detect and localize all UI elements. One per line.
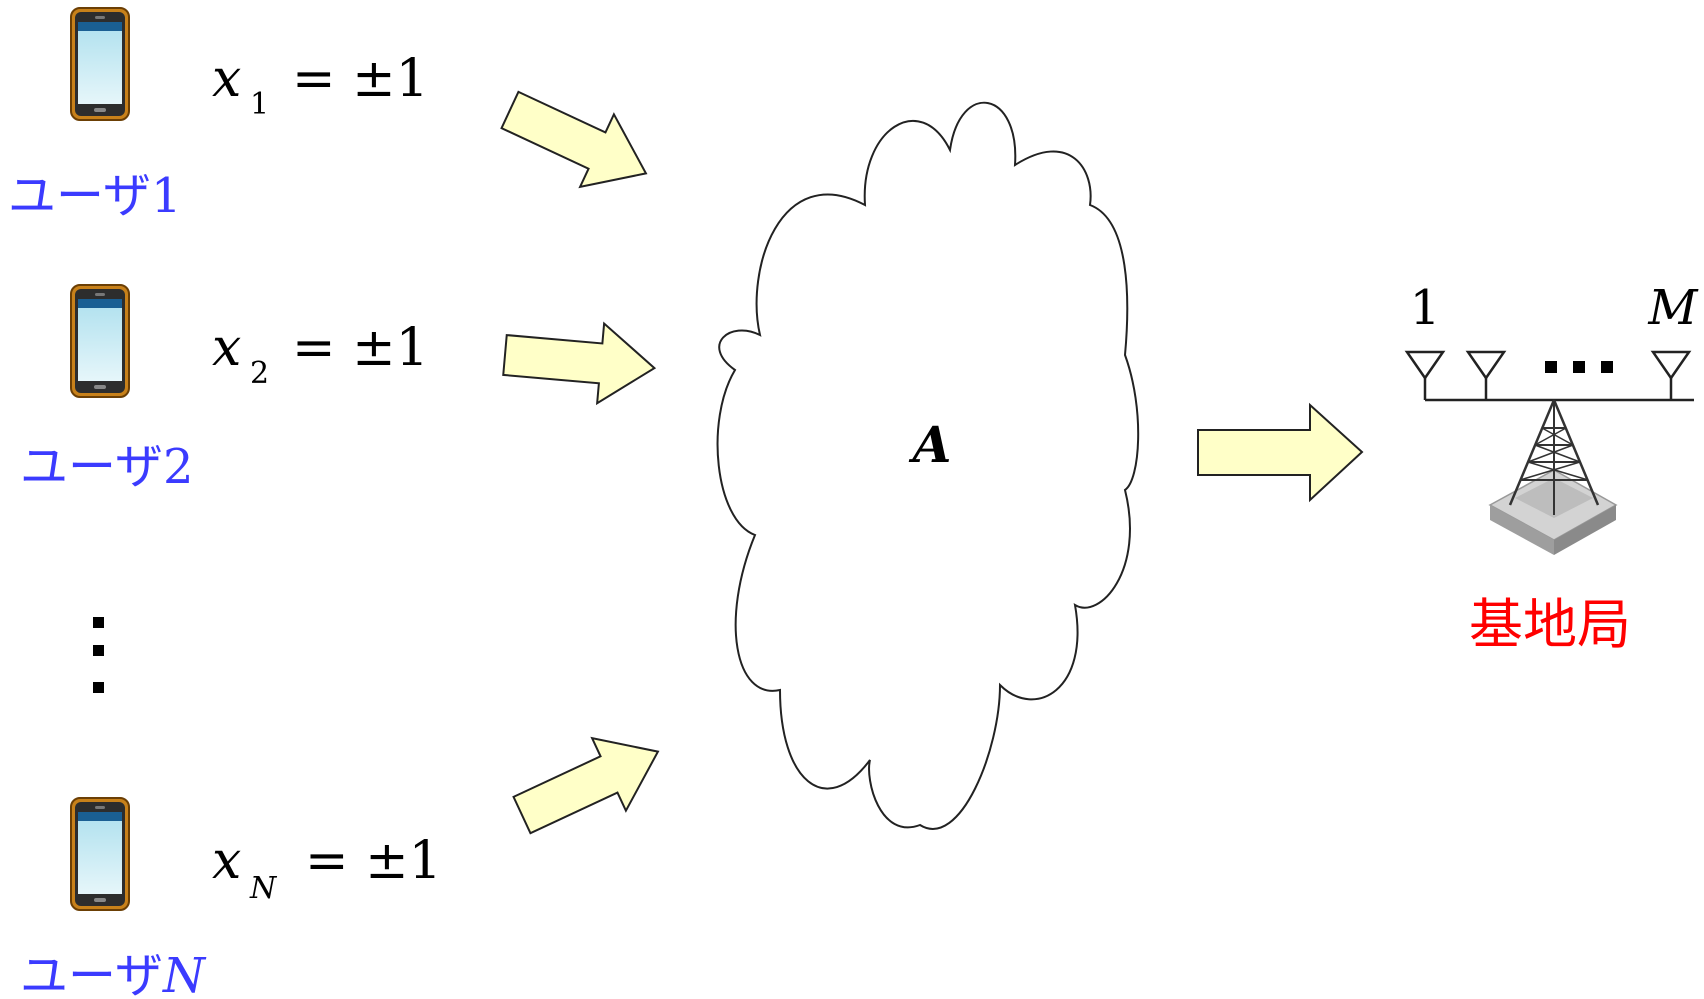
- tower-icon: [1488, 399, 1618, 555]
- user-2-value: = ±1: [292, 318, 429, 378]
- smartphone-icon: [70, 284, 130, 398]
- smartphone-icon: [70, 7, 130, 121]
- antenna-icon: [1405, 350, 1445, 402]
- user-n-value: = ±1: [305, 831, 442, 891]
- user-2-symbol: x: [212, 318, 241, 378]
- user-n-symbol: x: [212, 831, 241, 891]
- user-1-symbol: x: [212, 49, 241, 109]
- user-2-subscript: 2: [250, 356, 269, 391]
- cloud-icon: [716, 101, 1140, 830]
- user-n-label: ユーザN: [20, 948, 207, 999]
- user-1: x 1 = ±1 ユーザ1: [8, 7, 429, 224]
- user-n: x N = ±1 ユーザN: [20, 797, 442, 999]
- user-2-label: ユーザ2: [20, 439, 194, 495]
- arrow-icon: [500, 90, 648, 189]
- antenna-last-label: M: [1647, 280, 1699, 336]
- antenna-icon: [1466, 350, 1506, 402]
- horizontal-ellipsis-icon: [1545, 361, 1613, 373]
- vertical-ellipsis-icon: [93, 617, 104, 693]
- user-2: x 2 = ±1 ユーザ2: [20, 284, 429, 495]
- antenna-icon: [1651, 350, 1691, 402]
- arrow-icon: [1197, 402, 1364, 503]
- user-1-label: ユーザ1: [8, 168, 182, 224]
- arrow-icon: [512, 736, 660, 835]
- base-station: 1 M 基地局: [1405, 280, 1699, 656]
- smartphone-icon: [70, 797, 130, 911]
- user-n-subscript: N: [249, 871, 278, 906]
- antenna-first-label: 1: [1410, 280, 1441, 336]
- base-station-label: 基地局: [1469, 593, 1631, 656]
- arrow-icon: [502, 321, 657, 406]
- channel-label: A: [909, 415, 952, 474]
- user-1-subscript: 1: [250, 87, 269, 122]
- user-1-value: = ±1: [292, 49, 429, 109]
